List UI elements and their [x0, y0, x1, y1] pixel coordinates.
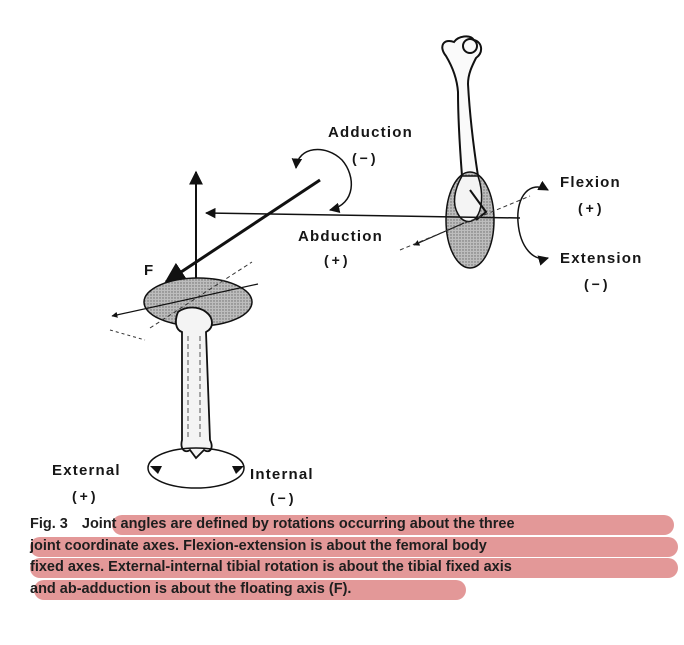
tibia-bone	[175, 306, 213, 460]
caption-text: joint coordinate axes. Flexion-extension…	[30, 537, 487, 554]
caption-line-4: and ab-adduction is about the floating a…	[30, 579, 680, 601]
abduction-label: Abduction	[298, 228, 383, 245]
floating-axis-label: F	[144, 262, 155, 279]
adduction-sign: (−)	[352, 150, 379, 166]
extension-label: Extension	[560, 250, 643, 267]
external-internal-arc	[147, 447, 245, 489]
caption-text: Joint angles are defined by rotations oc…	[81, 516, 515, 532]
tibial-plateau	[109, 261, 259, 341]
adduction-label: Adduction	[328, 124, 413, 141]
external-label: External	[52, 462, 121, 479]
internal-sign: (−)	[270, 490, 297, 506]
femoral-axes	[204, 195, 531, 251]
figure-caption: Fig. 3 Joint angles are defined by rotati…	[30, 514, 680, 600]
adduction-abduction-arc	[291, 148, 353, 213]
caption-text: and ab-adduction is about the floating a…	[30, 580, 352, 597]
caption-line-2: joint coordinate axes. Flexion-extension…	[30, 536, 680, 558]
caption-line-1: Fig. 3 Joint angles are defined by rotati…	[30, 514, 680, 536]
flexion-label: Flexion	[560, 174, 621, 191]
highlight-mark	[34, 579, 466, 600]
femoral-condyle	[445, 171, 495, 269]
flexion-sign: (+)	[578, 200, 605, 216]
highlight-mark	[112, 515, 674, 535]
caption-text: fixed axes. External-internal tibial rot…	[30, 559, 512, 575]
external-sign: (+)	[72, 488, 99, 504]
femur-bone	[441, 35, 482, 177]
highlight-mark	[30, 558, 678, 578]
extension-sign: (−)	[584, 276, 611, 292]
abduction-sign: (+)	[324, 252, 351, 268]
highlight-mark	[30, 536, 678, 557]
floating-axis	[164, 178, 321, 284]
caption-line-3: fixed axes. External-internal tibial rot…	[30, 557, 680, 579]
internal-label: Internal	[250, 466, 314, 483]
flexion-extension-arc	[517, 180, 550, 266]
figure-number: Fig. 3	[30, 516, 68, 532]
